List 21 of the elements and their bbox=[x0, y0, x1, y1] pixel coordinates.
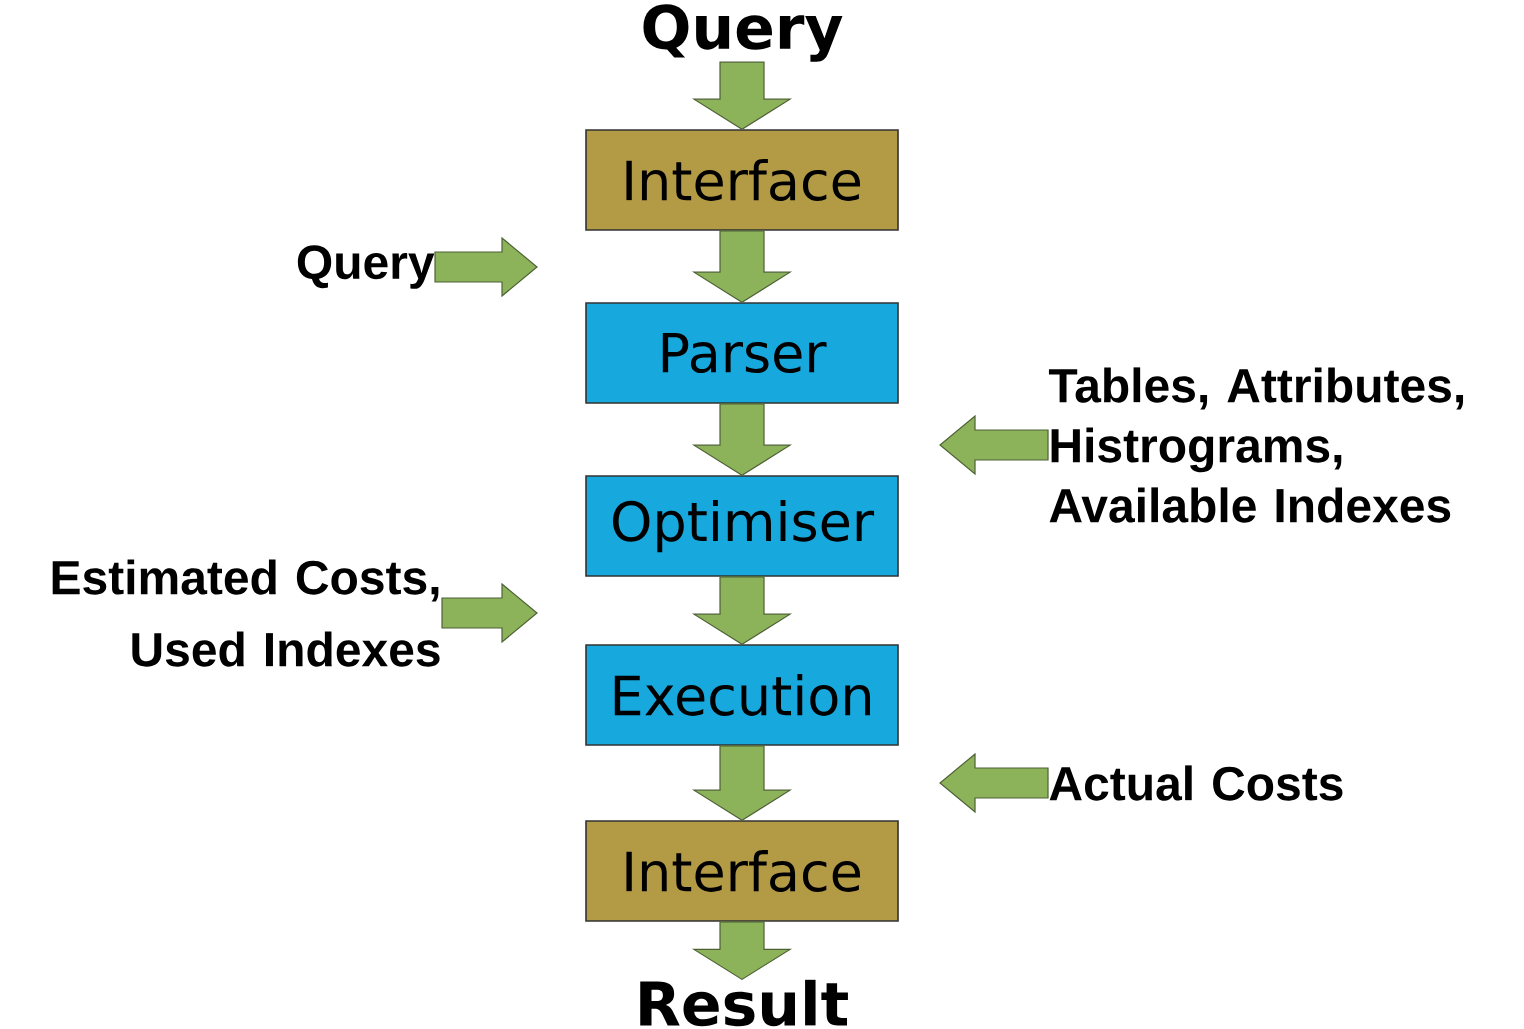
arrow bbox=[691, 230, 793, 303]
arrow bbox=[691, 61, 793, 130]
input-label: Actual Costs bbox=[1049, 765, 1343, 801]
arrow bbox=[939, 752, 1049, 814]
arrow bbox=[441, 582, 538, 644]
arrow bbox=[691, 576, 793, 645]
arrow bbox=[939, 414, 1049, 476]
arrow bbox=[691, 403, 793, 476]
arrow bbox=[434, 236, 538, 298]
input-label: Estimated Costs, Used Indexes bbox=[52, 559, 440, 667]
arrow bbox=[691, 921, 793, 981]
process-box: Optimiser bbox=[585, 475, 899, 577]
flow-label: Query bbox=[643, 4, 843, 62]
input-label: Query bbox=[297, 245, 435, 289]
process-box: Interface bbox=[585, 820, 899, 922]
process-box: Parser bbox=[585, 302, 899, 404]
process-box: Execution bbox=[585, 644, 899, 746]
process-box: Interface bbox=[585, 129, 899, 231]
input-label: Tables, Attributes, Histrograms, Available Indexes bbox=[1048, 367, 1464, 523]
flow-label: Result bbox=[640, 979, 848, 1027]
arrow bbox=[691, 745, 793, 821]
